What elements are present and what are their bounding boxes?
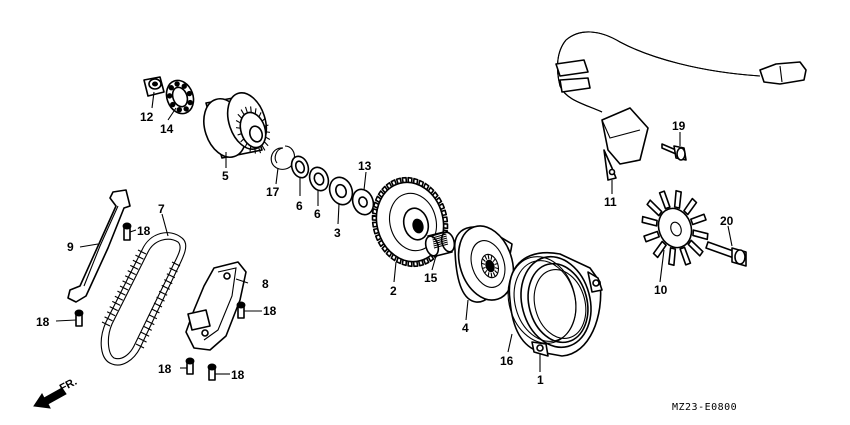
callout-13: 13 bbox=[358, 159, 372, 173]
part-8-chain-tensioner bbox=[185, 261, 247, 351]
leader-lines bbox=[55, 91, 733, 375]
part-18-bolt-a bbox=[122, 222, 132, 241]
callout-19: 19 bbox=[672, 119, 686, 133]
part-18-bolt-d bbox=[185, 357, 195, 375]
callout-8: 8 bbox=[262, 277, 269, 291]
part-3-thrust-washer bbox=[328, 176, 354, 206]
part-14-bearing bbox=[165, 79, 195, 115]
part-5-starter-clutch bbox=[203, 92, 271, 159]
part-15-needle-bearing bbox=[424, 231, 456, 257]
front-direction-indicator: FR. bbox=[33, 376, 79, 409]
callout-14: 14 bbox=[160, 122, 174, 136]
callout-17: 17 bbox=[266, 185, 280, 199]
part-7-cam-chain bbox=[100, 232, 187, 366]
figure-code: MZ23-E0800 bbox=[672, 402, 737, 413]
callout-1: 1 bbox=[537, 373, 544, 387]
part-2-driven-gear bbox=[371, 176, 449, 268]
callout-18-a: 18 bbox=[137, 224, 151, 238]
callout-7: 7 bbox=[158, 202, 165, 216]
part-6-washer-2 bbox=[308, 166, 330, 192]
part-12-nut bbox=[143, 76, 165, 97]
callout-20: 20 bbox=[720, 214, 734, 228]
callout-12: 12 bbox=[140, 110, 154, 124]
callout-18-b: 18 bbox=[36, 315, 50, 329]
part-9-chain-guide bbox=[67, 189, 131, 303]
front-label: FR. bbox=[58, 376, 79, 395]
callout-10: 10 bbox=[654, 283, 668, 297]
part-17-snap-ring bbox=[270, 145, 295, 170]
part-18-bolt-e bbox=[207, 363, 217, 381]
callout-9: 9 bbox=[67, 240, 74, 254]
front-arrow-icon bbox=[33, 387, 67, 409]
part-6-washer bbox=[290, 155, 310, 179]
callout-6-second: 6 bbox=[314, 207, 321, 221]
part-18-bolt-c bbox=[236, 301, 246, 319]
part-11-pulse-generator bbox=[555, 31, 807, 181]
callout-5: 5 bbox=[222, 169, 229, 183]
part-18-bolt-b bbox=[74, 309, 84, 327]
callout-2: 2 bbox=[390, 284, 397, 298]
callout-18-d: 18 bbox=[158, 362, 172, 376]
part-10-pulse-rotor bbox=[641, 189, 709, 267]
part-4-rotor bbox=[454, 225, 515, 303]
callout-16: 16 bbox=[500, 354, 514, 368]
callout-18-c: 18 bbox=[263, 304, 277, 318]
callout-18-e: 18 bbox=[231, 368, 245, 382]
part-1-housing bbox=[508, 252, 603, 357]
callout-6-first: 6 bbox=[296, 199, 303, 213]
callout-4: 4 bbox=[462, 321, 469, 335]
callouts: 1 2 3 4 5 6 6 7 8 9 10 11 12 13 14 15 16… bbox=[36, 110, 734, 387]
part-20-bolt bbox=[705, 241, 747, 267]
callout-3: 3 bbox=[334, 226, 341, 240]
part-16-o-ring bbox=[507, 256, 577, 344]
callout-15: 15 bbox=[424, 271, 438, 285]
part-13-washer bbox=[351, 188, 375, 216]
callout-11: 11 bbox=[604, 195, 617, 209]
part-19-bolt bbox=[661, 143, 687, 161]
